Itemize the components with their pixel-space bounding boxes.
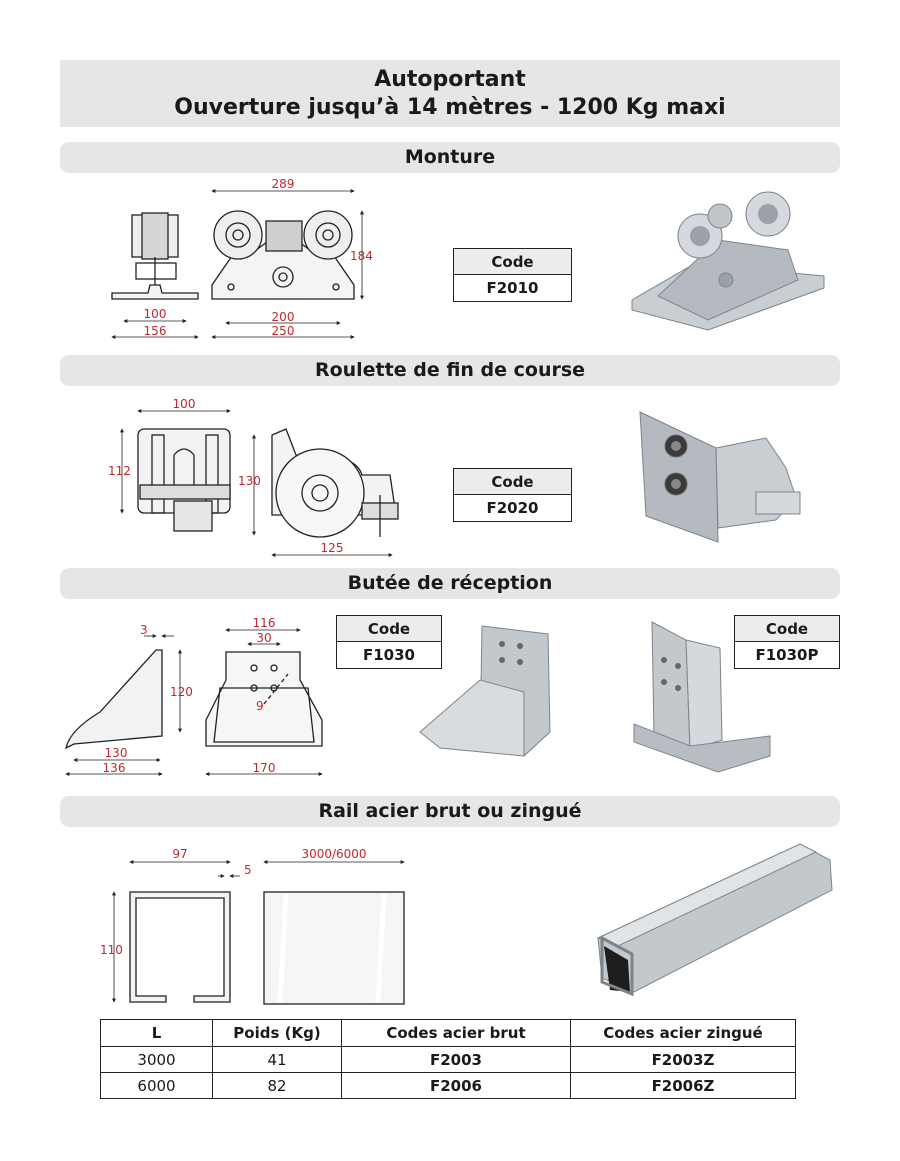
cell-code-brut: F2006 bbox=[341, 1072, 571, 1099]
cell-code-brut: F2003 bbox=[341, 1046, 571, 1073]
section-title-butee: Butée de réception bbox=[60, 568, 840, 599]
dim-3: 3 bbox=[140, 623, 148, 637]
cell-length: 6000 bbox=[100, 1072, 213, 1099]
column-header: L bbox=[100, 1019, 213, 1047]
monture-product-image bbox=[631, 191, 825, 331]
dim-5: 5 bbox=[244, 863, 252, 877]
code-box-roulette: Code F2020 bbox=[453, 468, 572, 522]
cell-length: 3000 bbox=[100, 1046, 213, 1073]
butee-drawing: 3 120 130 136 116 30 9 170 bbox=[65, 616, 323, 776]
butee-f1030p-product-image bbox=[633, 621, 771, 773]
dim-250: 250 bbox=[272, 324, 295, 338]
code-box-monture: Code F2010 bbox=[453, 248, 572, 302]
code-header: Code bbox=[337, 616, 441, 642]
section-title-monture: Monture bbox=[60, 142, 840, 173]
code-header: Code bbox=[735, 616, 839, 642]
dim-136: 136 bbox=[103, 761, 126, 775]
table-header-row: L Poids (Kg) Codes acier brut Codes acie… bbox=[100, 1019, 796, 1047]
butee-f1030-product-image bbox=[419, 625, 551, 757]
dim-100: 100 bbox=[144, 307, 167, 321]
dim-130: 130 bbox=[238, 474, 261, 488]
title-line-2: Ouverture jusqu’à 14 mètres - 1200 Kg ma… bbox=[174, 95, 726, 120]
roulette-drawing: 100 112 130 125 bbox=[108, 397, 399, 557]
monture-drawing: 289 184 200 250 100 156 bbox=[111, 177, 373, 339]
cell-code-zingue: F2006Z bbox=[570, 1072, 796, 1099]
code-value: F1030 bbox=[363, 646, 415, 664]
table-row: 3000 41 F2003 F2003Z bbox=[100, 1046, 796, 1073]
rail-product-image bbox=[596, 843, 833, 997]
section-title-rail: Rail acier brut ou zingué bbox=[60, 796, 840, 827]
dim-130: 130 bbox=[105, 746, 128, 760]
cell-weight: 82 bbox=[212, 1072, 342, 1099]
cell-weight: 41 bbox=[212, 1046, 342, 1073]
cell-code-zingue: F2003Z bbox=[570, 1046, 796, 1073]
column-header: Codes acier zingué bbox=[570, 1019, 796, 1047]
dim-289: 289 bbox=[272, 177, 295, 191]
section-title-roulette: Roulette de fin de course bbox=[60, 355, 840, 386]
code-box-f1030: Code F1030 bbox=[336, 615, 442, 669]
code-value: F2020 bbox=[486, 499, 539, 517]
dim-156: 156 bbox=[144, 324, 167, 338]
code-header: Code bbox=[454, 469, 571, 495]
dim-100: 100 bbox=[173, 397, 196, 411]
dim-9: 9 bbox=[256, 699, 264, 713]
dim-120: 120 bbox=[170, 685, 193, 699]
dim-184: 184 bbox=[350, 249, 373, 263]
roulette-product-image bbox=[639, 411, 801, 543]
page-title: Autoportant Ouverture jusqu’à 14 mètres … bbox=[60, 60, 840, 127]
dim-3000-6000: 3000/6000 bbox=[301, 847, 366, 861]
rail-table: L Poids (Kg) Codes acier brut Codes acie… bbox=[100, 1019, 796, 1099]
dim-110: 110 bbox=[100, 943, 123, 957]
rail-drawing: 97 5 3000/6000 110 bbox=[100, 847, 405, 1005]
column-header: Codes acier brut bbox=[341, 1019, 571, 1047]
dim-125: 125 bbox=[321, 541, 344, 555]
dim-30: 30 bbox=[256, 631, 271, 645]
code-box-f1030p: Code F1030P bbox=[734, 615, 840, 669]
dim-97: 97 bbox=[172, 847, 187, 861]
code-value: F1030P bbox=[755, 646, 819, 664]
code-header: Code bbox=[454, 249, 571, 275]
table-row: 6000 82 F2006 F2006Z bbox=[100, 1072, 796, 1099]
title-line-1: Autoportant bbox=[374, 67, 526, 92]
code-value: F2010 bbox=[486, 279, 539, 297]
column-header: Poids (Kg) bbox=[212, 1019, 342, 1047]
dim-170: 170 bbox=[253, 761, 276, 775]
dim-116: 116 bbox=[253, 616, 276, 630]
dim-112: 112 bbox=[108, 464, 131, 478]
dim-200: 200 bbox=[272, 310, 295, 324]
